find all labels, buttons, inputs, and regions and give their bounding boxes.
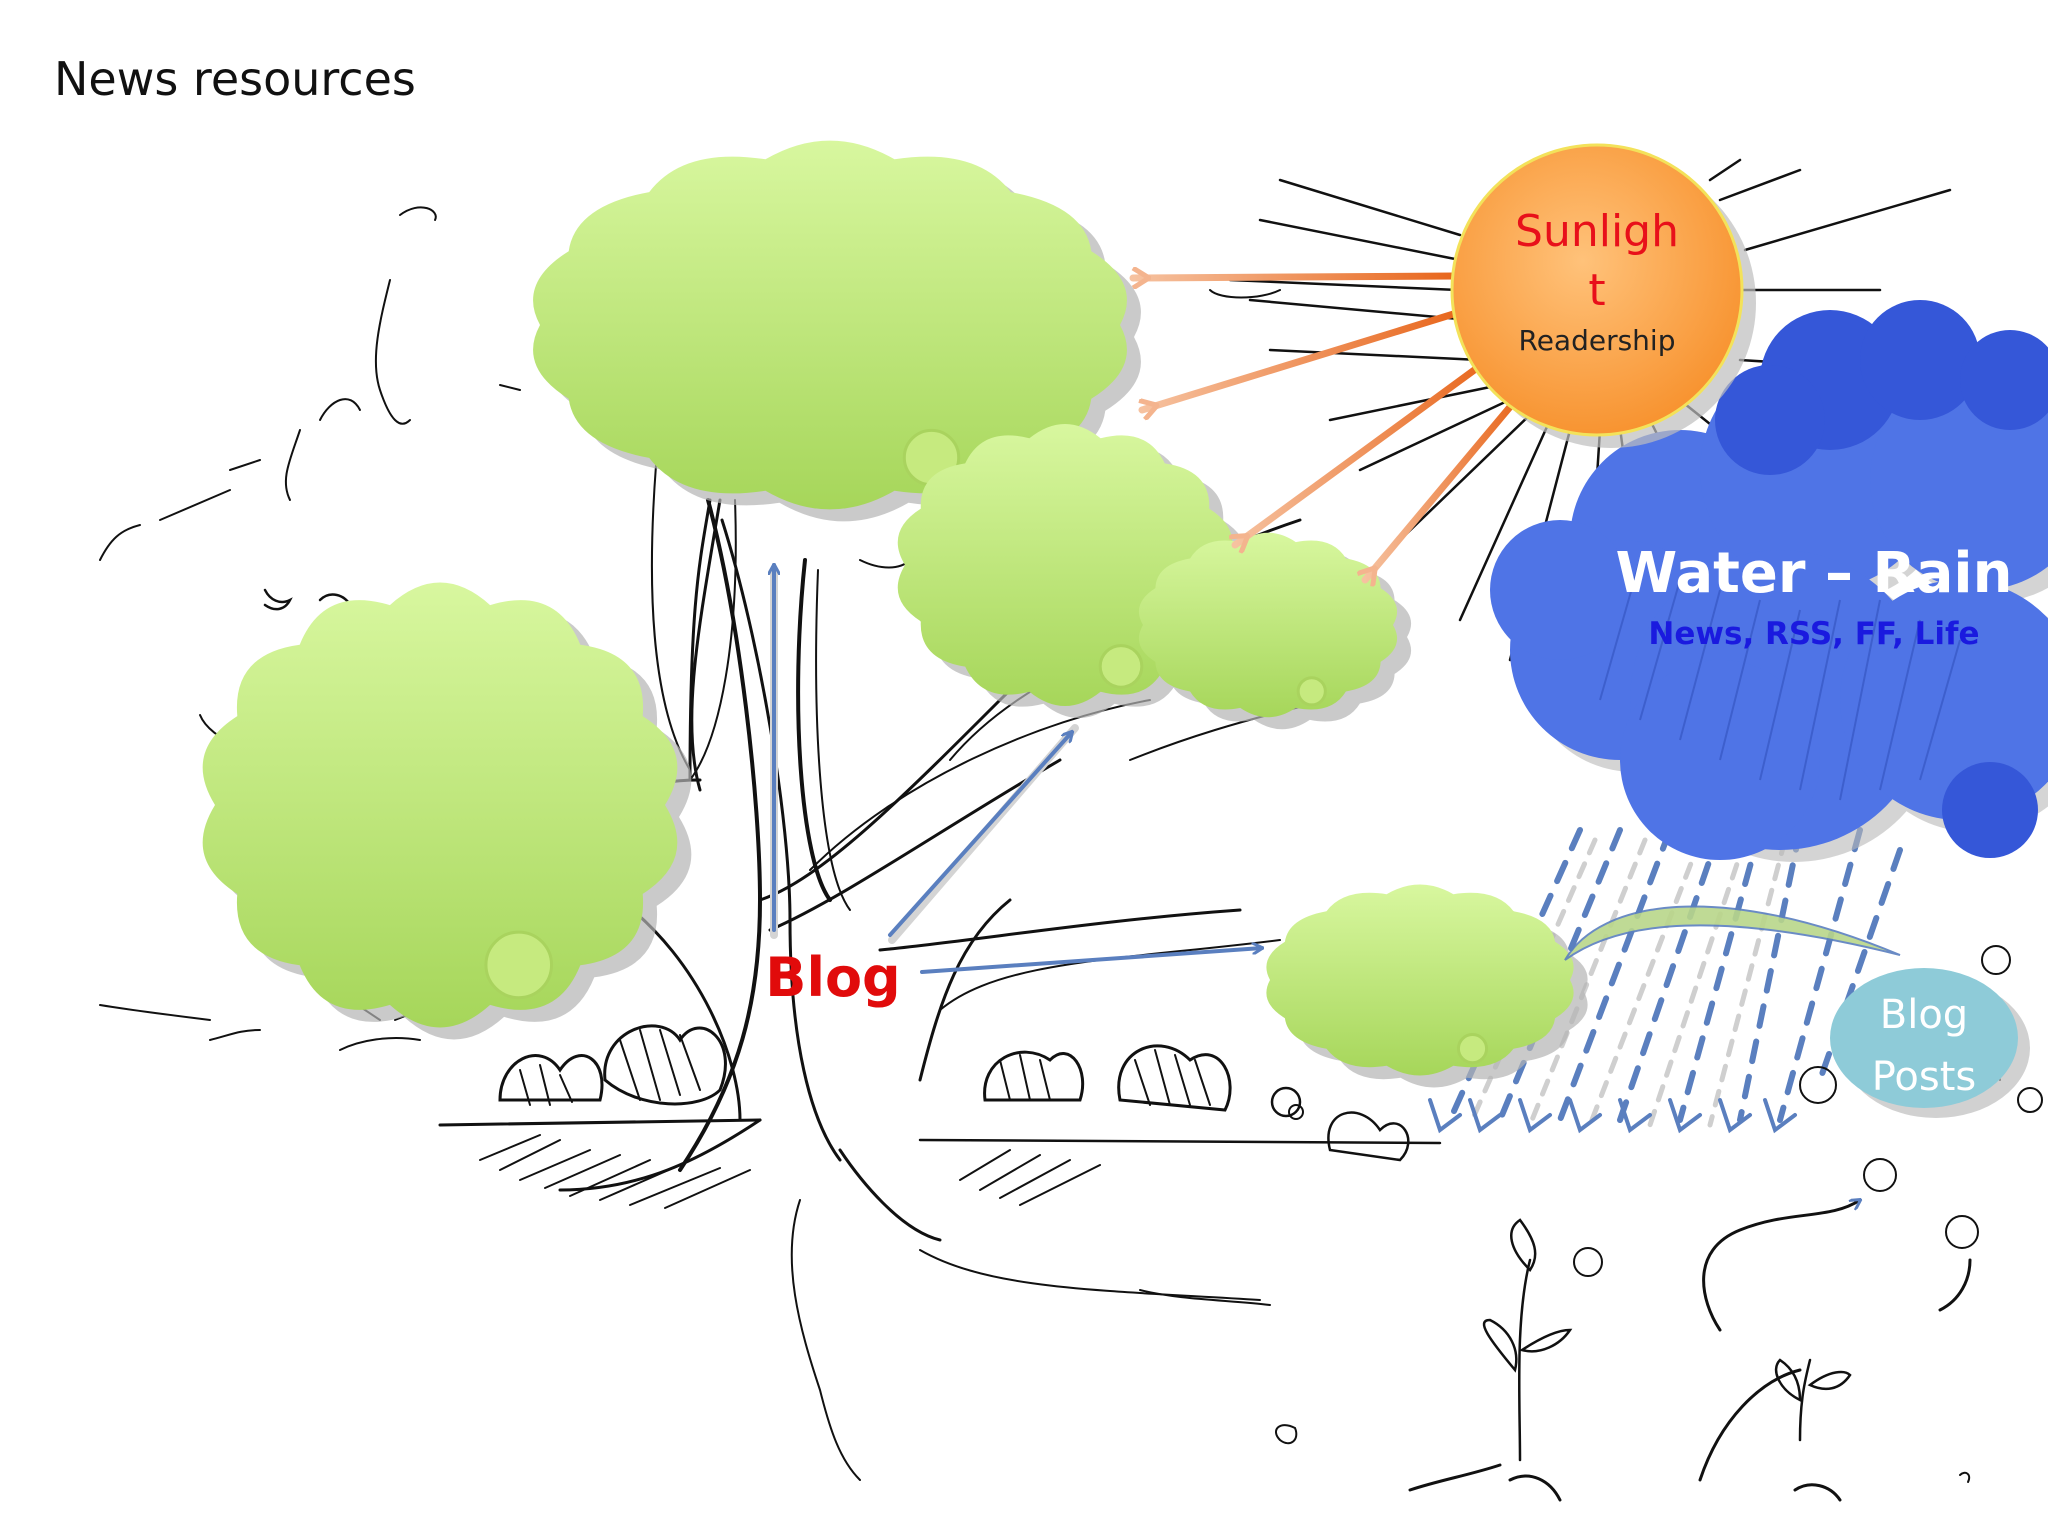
foliage-bottom-bush bbox=[1266, 884, 1588, 1088]
readership-arrows bbox=[1129, 276, 1524, 580]
foliage-left-canopy-bud bbox=[484, 930, 554, 1000]
sun-sublabel: Readership bbox=[1519, 324, 1676, 357]
foliage-top-canopy bbox=[533, 140, 1141, 522]
arrow-blog-to-center bbox=[888, 732, 1072, 937]
rain-label: Water – Rain bbox=[1616, 541, 2013, 606]
tree-foliage bbox=[202, 140, 1588, 1088]
rain-cloud bbox=[1490, 300, 2048, 862]
ray-arrow-center-bush bbox=[1235, 356, 1492, 545]
blog-label: Blog bbox=[765, 946, 900, 1009]
foliage-small-bush-bud bbox=[1296, 676, 1327, 707]
foliage-small-bush bbox=[1138, 532, 1412, 730]
foliage-small-bush-body bbox=[1138, 532, 1398, 718]
sun-label-wrap: t bbox=[1588, 265, 1605, 316]
foliage-bottom-bush-bud bbox=[1456, 1033, 1489, 1065]
ray-arrow-top-canopy bbox=[1129, 276, 1459, 278]
leaf-arc bbox=[1564, 905, 1901, 961]
blog-posts-label: Blog bbox=[1880, 992, 1968, 1038]
foliage-center-bush-bud bbox=[1098, 644, 1144, 689]
ray-arrow-mid-canopy bbox=[1142, 308, 1464, 410]
ray-arrow-small-bush bbox=[1365, 391, 1524, 580]
blog-posts-label-line2: Posts bbox=[1872, 1054, 1977, 1100]
foliage-left-canopy bbox=[202, 582, 692, 1040]
blog-arrows bbox=[774, 563, 1262, 974]
sun-rays bbox=[1228, 158, 1952, 742]
foliage-left-canopy-body bbox=[202, 582, 678, 1028]
blog-posts-node bbox=[1830, 968, 2030, 1118]
foliage-bottom-bush-body bbox=[1266, 884, 1574, 1076]
page-title: News resources bbox=[54, 52, 416, 106]
foliage-top-canopy-body bbox=[533, 140, 1127, 510]
sun bbox=[1450, 143, 1756, 448]
arrow-blog-to-bottom bbox=[920, 948, 1262, 974]
rain-sublabel: News, RSS, FF, Life bbox=[1648, 616, 1979, 652]
sun-label: Sunligh bbox=[1515, 206, 1679, 257]
